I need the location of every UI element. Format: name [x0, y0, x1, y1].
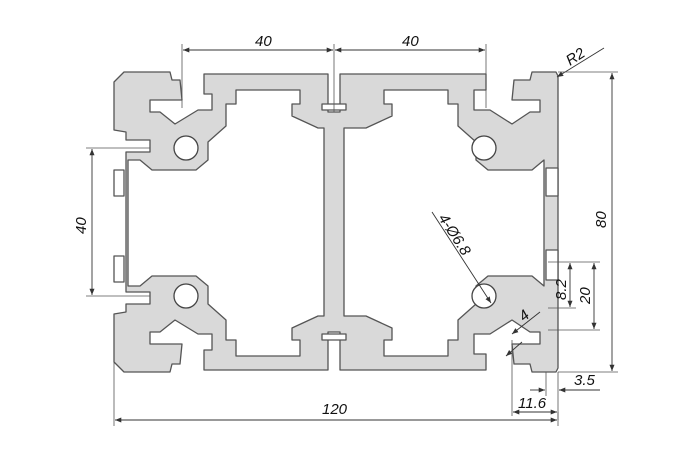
dim-top-right: 40: [402, 33, 419, 50]
dim-slot-center: 11.6: [518, 395, 547, 412]
slot-left-lower: [113, 255, 125, 283]
slot-left-upper: [113, 169, 125, 197]
cavity-left: [127, 89, 325, 357]
dim-height: 80: [593, 211, 610, 228]
hole-leader: [431, 211, 492, 304]
bolt-hole-top-left: [173, 135, 199, 161]
web-slot-bottom: [321, 333, 347, 341]
dim-slot-opening: 8.2: [553, 278, 570, 300]
bolt-hole-bottom-left: [173, 283, 199, 309]
dim-top-left: 40: [255, 33, 272, 50]
aluminum-profile: [113, 71, 559, 373]
bolt-hole-bottom-right: [471, 283, 497, 309]
dim-left-pitch: 40: [73, 217, 90, 234]
bolt-hole-top-right: [471, 135, 497, 161]
dim-slot-depth: 20: [577, 287, 594, 305]
dim-lip: 3.5: [574, 372, 596, 389]
dim-width: 120: [322, 401, 348, 418]
dim-radius: R2: [563, 44, 589, 69]
wall-leader: [511, 311, 541, 335]
slot-right-upper: [545, 167, 559, 197]
slot-right-lower: [545, 249, 559, 281]
